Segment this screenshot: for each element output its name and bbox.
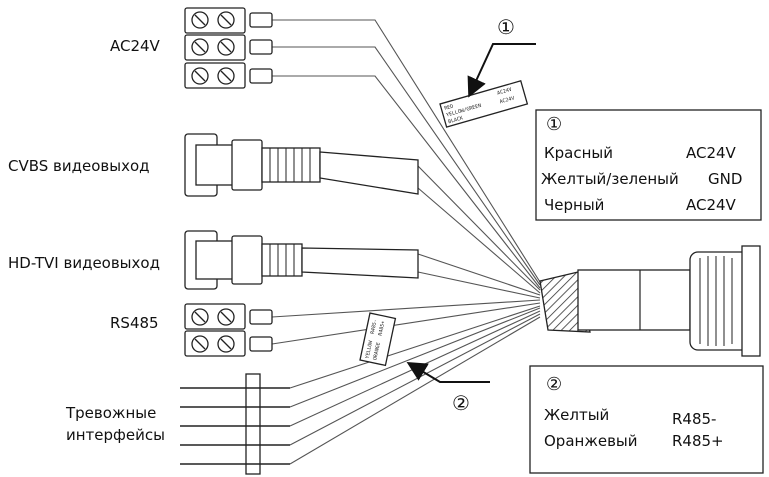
- terminal-block-icon: [184, 62, 273, 89]
- box2-row1-name: Желтый: [544, 406, 609, 424]
- ac24v-label: AC24V: [110, 37, 161, 55]
- bnc-connector-icon: [184, 133, 419, 197]
- cvbs-label: CVBS видеовыход: [8, 157, 150, 175]
- tag2-line2: ORANGE: [372, 342, 382, 361]
- callout-1-arrow: [467, 43, 536, 98]
- pin-header-icon: [180, 373, 290, 475]
- tag2-right1: R485-: [370, 319, 379, 335]
- tag1-line3: BLACK: [448, 115, 464, 125]
- rs485-label: RS485: [110, 314, 159, 332]
- hdtvi-label: HD-TVI видеовыход: [8, 254, 160, 272]
- bnc-connector-icon: [184, 230, 419, 290]
- box1-row3-value: AC24V: [686, 196, 737, 214]
- wire-tag-2: YELLOW ORANGE R485- R485+: [359, 312, 397, 367]
- strain-relief: [261, 147, 321, 183]
- tag2-right2: R485+: [378, 320, 387, 336]
- box2-row1-value: R485-: [672, 410, 716, 428]
- box1-row3-name: Черный: [544, 196, 604, 214]
- alarm-label-line1: Тревожные: [65, 404, 156, 422]
- box1-marker: ①: [546, 114, 562, 135]
- box2-marker: ②: [546, 374, 562, 395]
- terminal-block-icon: [184, 330, 273, 357]
- cable-gland-icon: [689, 245, 761, 357]
- strain-relief: [261, 243, 303, 277]
- terminal-block-icon: [184, 34, 273, 61]
- callout-1-marker: ①: [497, 15, 515, 39]
- ac24v-terminal-blocks: [184, 7, 273, 89]
- info-box-2: ② Желтый R485- Оранжевый R485+: [529, 365, 764, 474]
- box1-row2-name: Желтый/зеленый: [541, 170, 679, 188]
- tag2-line1: YELLOW: [365, 339, 375, 359]
- wire-tag-1: RED YELLOW/GREEN BLACK AC24V AC24V: [439, 80, 529, 128]
- tag1-right2: AC24V: [499, 95, 515, 105]
- callout-2-arrow: [406, 361, 490, 383]
- terminal-block-icon: [184, 303, 273, 330]
- terminal-block-icon: [184, 7, 273, 34]
- box1-row1-value: AC24V: [686, 144, 737, 162]
- info-box-1: ① Красный AC24V Желтый/зеленый GND Черны…: [535, 109, 762, 221]
- rs485-terminal-blocks: [184, 303, 273, 357]
- box1-row1-name: Красный: [544, 144, 613, 162]
- callout-2-marker: ②: [452, 391, 470, 415]
- box1-row2-value: GND: [708, 170, 742, 188]
- tag1-right1: AC24V: [497, 87, 513, 97]
- box2-row2-name: Оранжевый: [544, 432, 638, 450]
- main-cable: [539, 269, 691, 333]
- alarm-label-line2: интерфейсы: [66, 426, 165, 444]
- tag1-line1: RED: [444, 104, 454, 112]
- box2-row2-value: R485+: [672, 432, 724, 450]
